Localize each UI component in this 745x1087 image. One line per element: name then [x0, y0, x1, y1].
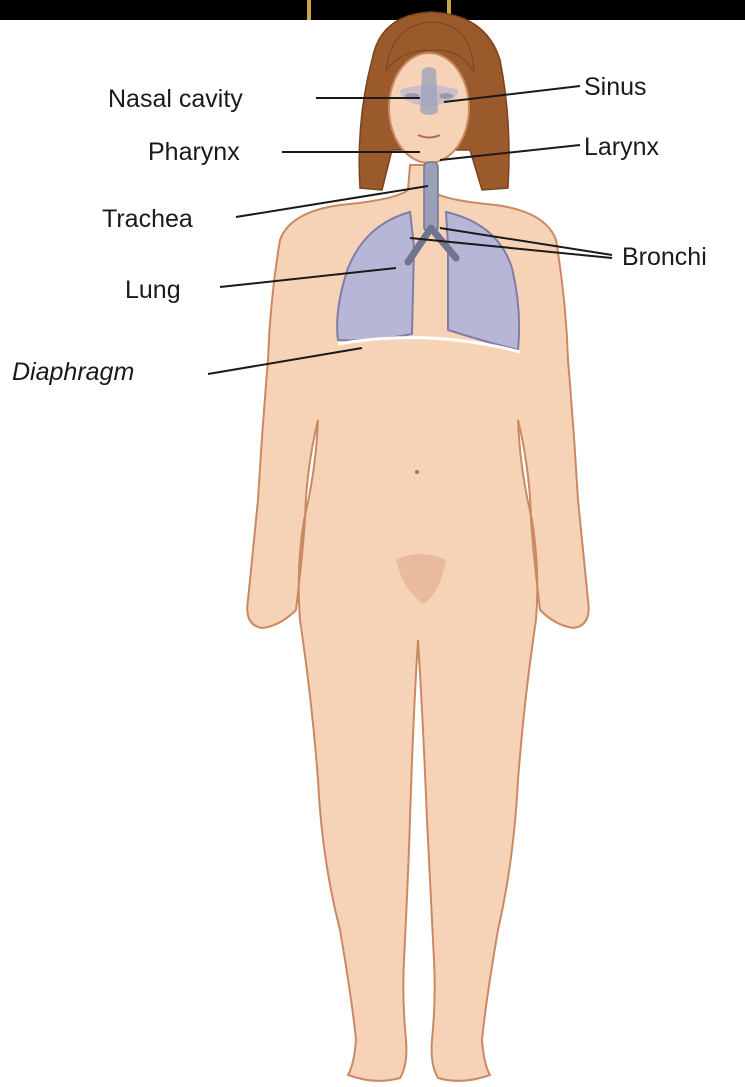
label-nasal-cavity: Nasal cavity — [108, 85, 243, 113]
nasal-cavity-region — [420, 67, 438, 115]
body — [247, 165, 588, 1081]
label-larynx: Larynx — [584, 133, 660, 161]
top-bar — [0, 0, 745, 20]
trachea-tube — [424, 162, 438, 232]
label-pharynx: Pharynx — [148, 138, 240, 166]
human-figure — [247, 12, 588, 1081]
label-diaphragm: Diaphragm — [12, 358, 134, 386]
label-trachea: Trachea — [102, 205, 193, 233]
label-sinus: Sinus — [584, 73, 647, 101]
label-bronchi: Bronchi — [622, 243, 707, 271]
navel — [415, 470, 419, 474]
top-bar-accent-left — [307, 0, 311, 20]
label-lung: Lung — [125, 276, 181, 304]
